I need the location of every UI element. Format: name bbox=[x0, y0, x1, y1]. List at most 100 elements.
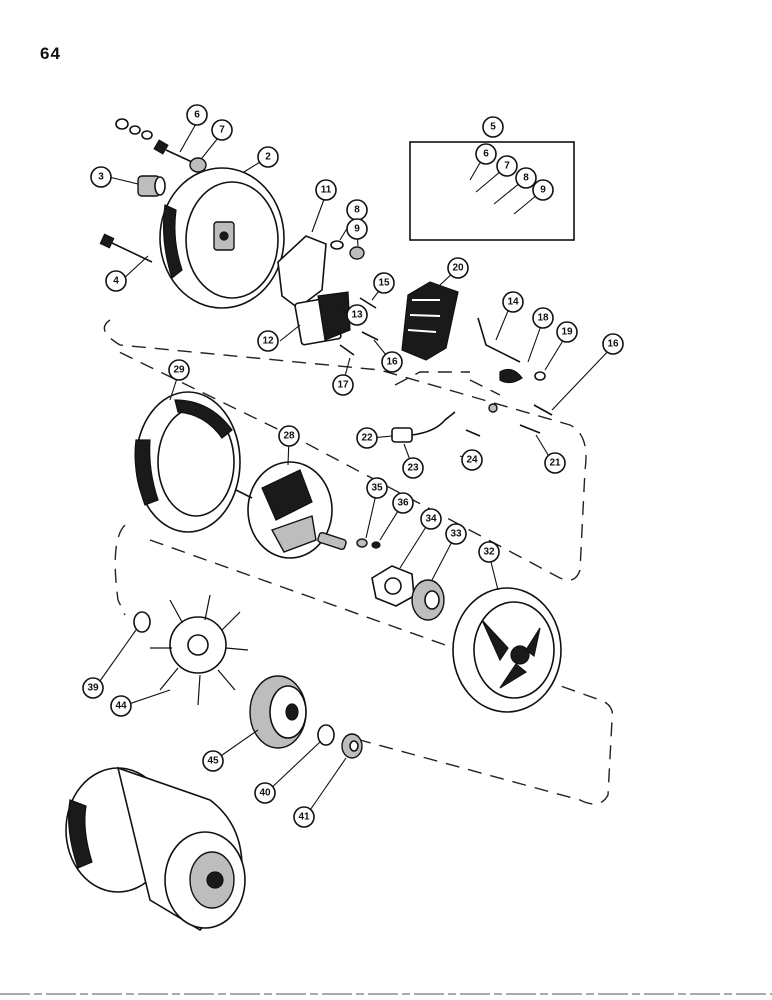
callout-9a: 9 bbox=[346, 218, 368, 240]
callout-23: 23 bbox=[402, 457, 424, 479]
nut-9 bbox=[349, 246, 365, 260]
callout-12-label: 12 bbox=[262, 336, 274, 347]
callout-19-label: 19 bbox=[561, 327, 573, 338]
callout-36-label: 36 bbox=[397, 498, 409, 509]
callout-6a: 6 bbox=[186, 104, 208, 126]
callout-28-label: 28 bbox=[283, 431, 295, 442]
callout-17: 17 bbox=[332, 374, 354, 396]
callout-24: 24 bbox=[461, 449, 483, 471]
screw-16b bbox=[533, 404, 553, 416]
callout-33-label: 33 bbox=[450, 529, 462, 540]
callout-21: 21 bbox=[544, 452, 566, 474]
group-outline-lower bbox=[114, 524, 614, 805]
assembled-alternator bbox=[65, 766, 246, 932]
callout-9b: 9 bbox=[532, 179, 554, 201]
callout-5: 5 bbox=[482, 116, 504, 138]
callout-44-label: 44 bbox=[115, 701, 127, 712]
callout-6b-label: 6 bbox=[483, 149, 489, 160]
callout-19: 19 bbox=[556, 321, 578, 343]
pulley-45 bbox=[249, 675, 307, 749]
callout-8b-label: 8 bbox=[523, 173, 529, 184]
callout-16b: 16 bbox=[602, 333, 624, 355]
callout-23-label: 23 bbox=[407, 463, 419, 474]
top-nuts bbox=[115, 118, 153, 140]
callout-34-label: 34 bbox=[425, 514, 437, 525]
callout-6a-label: 6 bbox=[194, 110, 200, 121]
rotor-28 bbox=[235, 461, 347, 559]
bolt-6 bbox=[153, 139, 193, 163]
callout-7b: 7 bbox=[496, 155, 518, 177]
callout-33: 33 bbox=[445, 523, 467, 545]
callout-4: 4 bbox=[105, 270, 127, 292]
nut-7 bbox=[189, 157, 207, 173]
callout-7b-label: 7 bbox=[504, 161, 510, 172]
callout-35-label: 35 bbox=[371, 483, 383, 494]
washer-8 bbox=[330, 240, 344, 250]
callout-3-label: 3 bbox=[98, 172, 104, 183]
callout-7a: 7 bbox=[211, 119, 233, 141]
callout-16a: 16 bbox=[381, 351, 403, 373]
nut-41 bbox=[341, 733, 363, 759]
callout-34: 34 bbox=[420, 508, 442, 530]
screw-16 bbox=[361, 331, 379, 341]
callout-3: 3 bbox=[90, 166, 112, 188]
callout-41-label: 41 bbox=[298, 812, 310, 823]
brush-holder-11 bbox=[277, 235, 327, 309]
callout-2: 2 bbox=[257, 146, 279, 168]
callout-15-label: 15 bbox=[378, 278, 390, 289]
callout-28: 28 bbox=[278, 425, 300, 447]
washer-36 bbox=[371, 541, 381, 549]
callout-15: 15 bbox=[373, 272, 395, 294]
callout-40: 40 bbox=[254, 782, 276, 804]
rectifier-20 bbox=[401, 281, 459, 361]
callout-39: 39 bbox=[82, 677, 104, 699]
callout-18: 18 bbox=[532, 307, 554, 329]
callout-21-label: 21 bbox=[549, 458, 561, 469]
callout-45-label: 45 bbox=[207, 756, 219, 767]
callout-16b-label: 16 bbox=[607, 339, 619, 350]
bearing-33 bbox=[411, 579, 445, 621]
screw-35 bbox=[356, 538, 368, 548]
regulator-12 bbox=[294, 291, 351, 346]
screw-24 bbox=[465, 429, 481, 437]
callout-29: 29 bbox=[168, 359, 190, 381]
callout-12: 12 bbox=[257, 330, 279, 352]
kit-inset-box bbox=[409, 141, 575, 241]
callout-5-label: 5 bbox=[490, 122, 496, 133]
callout-11-label: 11 bbox=[321, 185, 332, 196]
bushing-3 bbox=[137, 175, 166, 197]
callout-29-label: 29 bbox=[173, 365, 185, 376]
callout-22-label: 22 bbox=[361, 433, 373, 444]
screw-21 bbox=[519, 424, 541, 434]
group-outline-upper bbox=[103, 319, 587, 581]
washer-19 bbox=[534, 371, 546, 381]
callout-2-label: 2 bbox=[265, 152, 271, 163]
bolt-4 bbox=[99, 233, 153, 263]
page-number: 64 bbox=[40, 44, 61, 63]
callout-16a-label: 16 bbox=[386, 357, 398, 368]
callout-20-label: 20 bbox=[452, 263, 464, 274]
callout-32: 32 bbox=[478, 541, 500, 563]
spacer-39 bbox=[133, 611, 151, 633]
callout-14: 14 bbox=[502, 291, 524, 313]
callout-22: 22 bbox=[356, 427, 378, 449]
callout-20: 20 bbox=[447, 257, 469, 279]
frame-2 bbox=[159, 167, 285, 309]
callout-24-label: 24 bbox=[466, 455, 478, 466]
stator-29 bbox=[134, 391, 241, 533]
group-outline-harness bbox=[394, 371, 501, 396]
lead-14 bbox=[477, 317, 521, 363]
callout-17-label: 17 bbox=[337, 380, 349, 391]
terminal-18 bbox=[499, 368, 523, 384]
screw-17 bbox=[339, 344, 355, 356]
callout-13-label: 13 bbox=[351, 310, 363, 321]
drive-frame-32 bbox=[452, 587, 562, 713]
callout-32-label: 32 bbox=[483, 547, 495, 558]
callout-41: 41 bbox=[293, 806, 315, 828]
callout-9b-label: 9 bbox=[540, 185, 546, 196]
callout-8a-label: 8 bbox=[354, 205, 360, 216]
callout-44: 44 bbox=[110, 695, 132, 717]
fan-44 bbox=[150, 594, 249, 706]
nut-small bbox=[488, 403, 498, 413]
